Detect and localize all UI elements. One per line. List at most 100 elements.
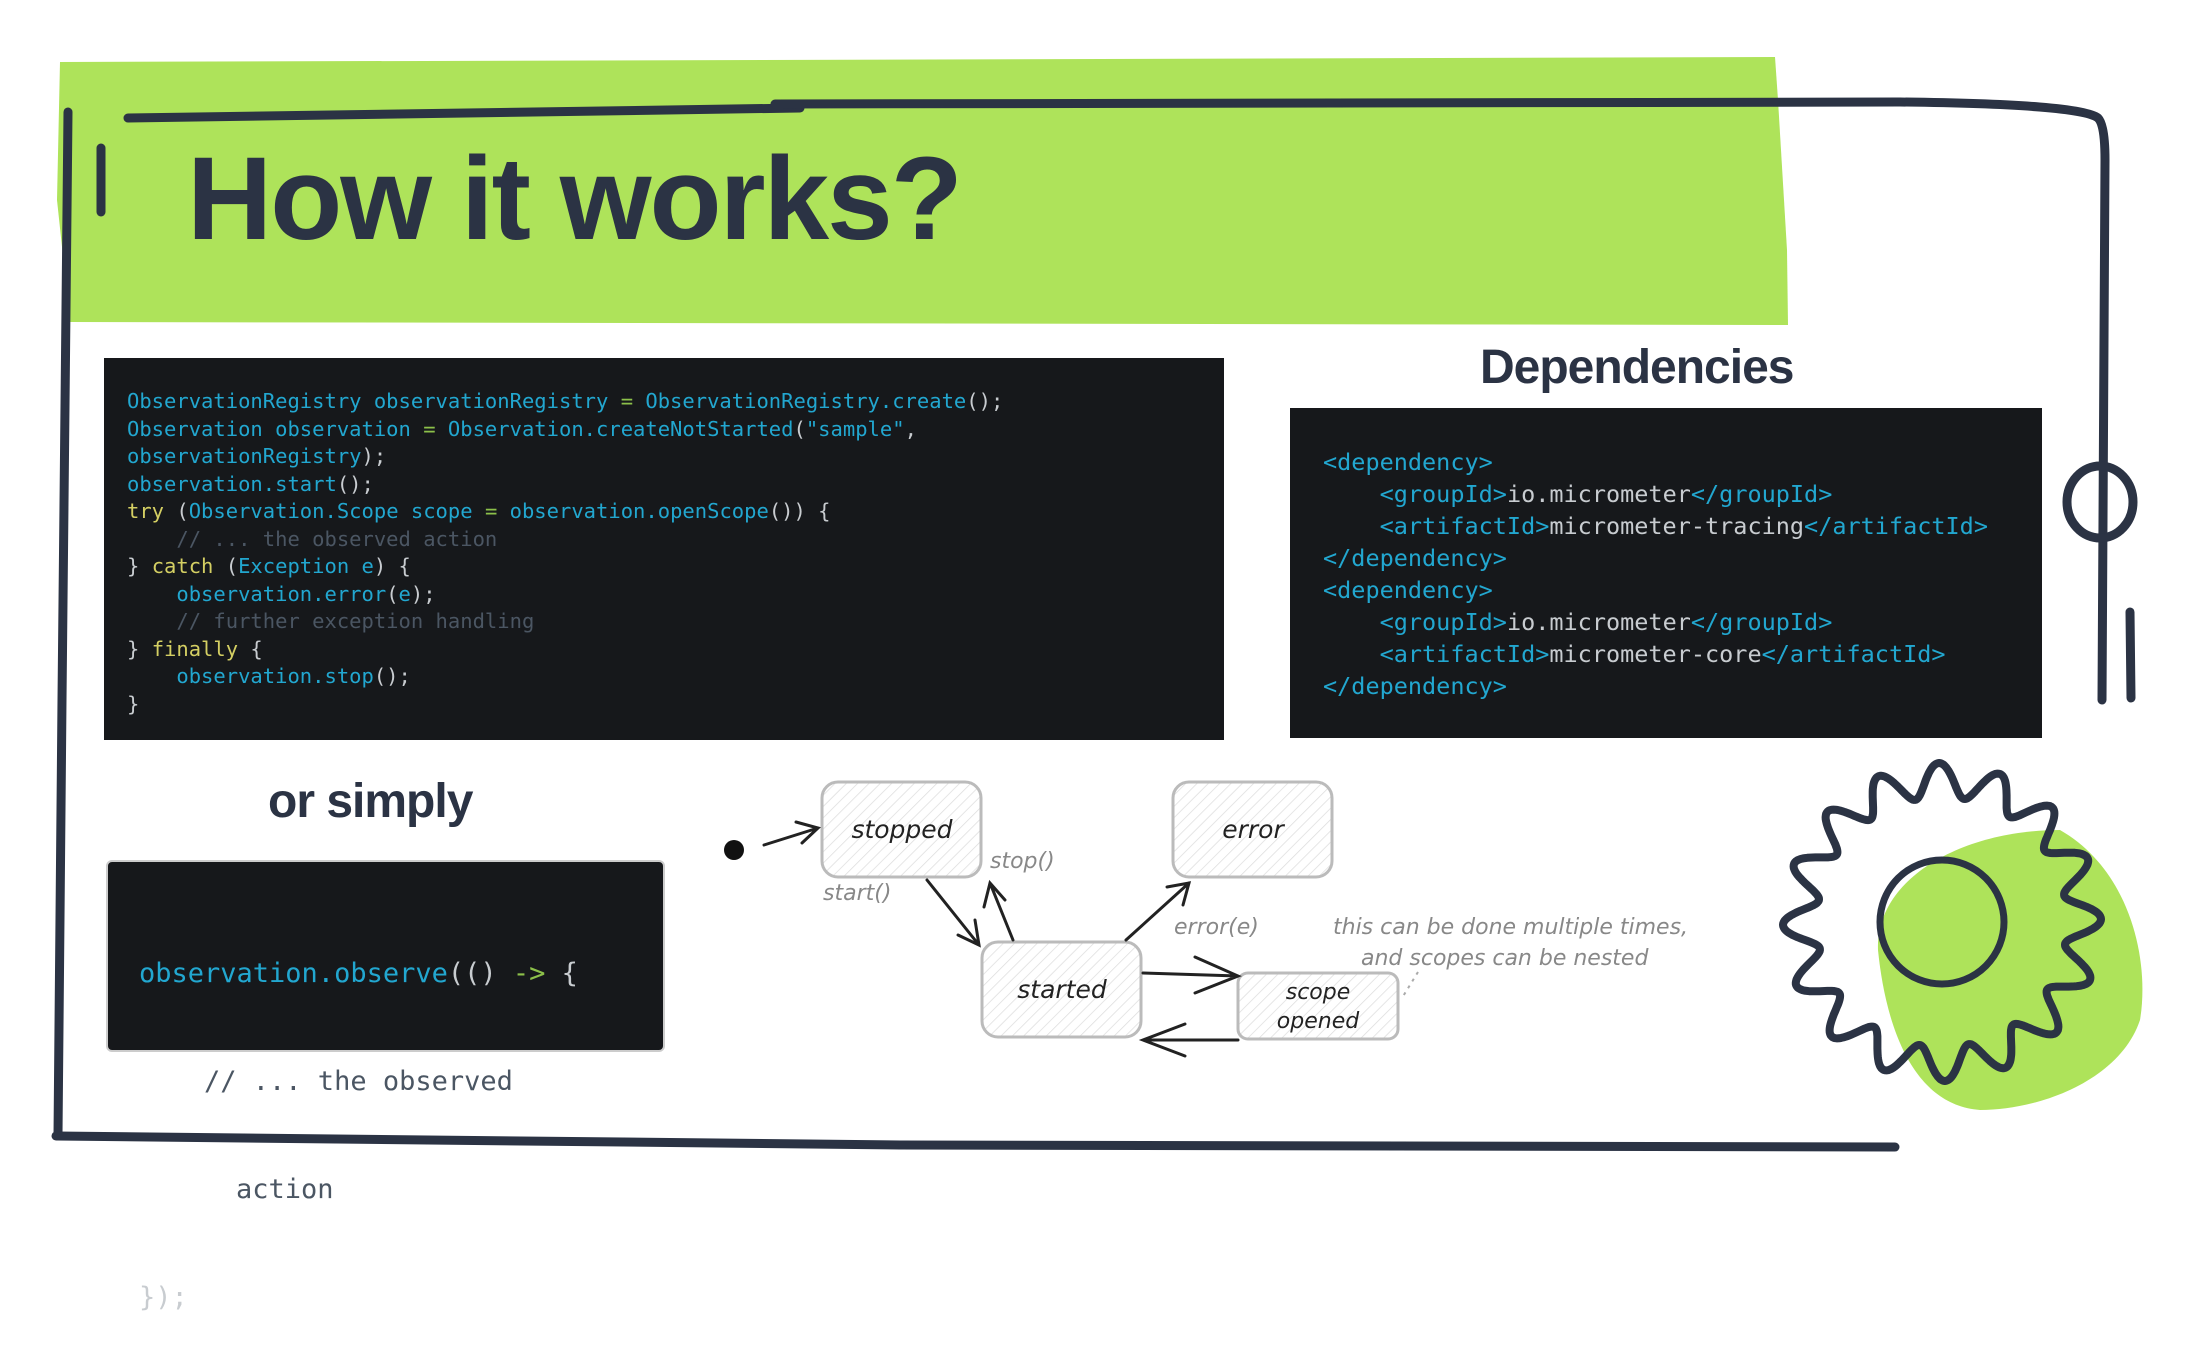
- code-token: ();: [373, 664, 411, 688]
- code-line: <groupId>io.micrometer</groupId>: [1323, 606, 2042, 638]
- frame-left-line: [53, 107, 73, 1140]
- note-connector: [1401, 971, 1419, 999]
- code-token: micrometer-tracing: [1549, 512, 1805, 540]
- code-line: observationRegistry);: [127, 443, 1224, 471]
- code-token: <groupId>: [1323, 608, 1507, 636]
- decorative-frame: [51, 57, 2143, 1152]
- arrow-stop: [982, 879, 1015, 942]
- code-token: Observation observation: [127, 416, 424, 441]
- code-block-dependencies: <dependency> <groupId>io.micrometer</gro…: [1290, 408, 2042, 738]
- code-token: ObservationRegistry.create: [633, 389, 967, 413]
- code-line: // further exception handling: [127, 608, 1224, 636]
- dependencies-heading: Dependencies: [1480, 341, 1794, 394]
- code-token: observation.error: [127, 581, 387, 606]
- code-line: observation.error(e);: [127, 581, 1224, 609]
- code-token: </groupId>: [1690, 480, 1833, 508]
- code-comment-wrap: action: [236, 1174, 334, 1205]
- state-scope-opened: [1236, 971, 1400, 1041]
- code-token: finally: [151, 636, 239, 661]
- gear-hub-icon: [1876, 856, 2008, 988]
- gear-icon: [1779, 759, 2105, 1085]
- code-token: ,: [904, 416, 917, 441]
- state-diagram: stopped error started scope opened stop(…: [724, 780, 1688, 1058]
- code-line: <dependency>: [1323, 446, 2042, 478]
- code-line: <artifactId>micrometer-tracing</artifact…: [1323, 510, 2042, 542]
- or-simply-heading: or simply: [268, 775, 473, 828]
- state-error: [1171, 780, 1334, 879]
- transition-error-label: error(e): [1174, 915, 1259, 940]
- code-token: <artifactId>: [1323, 512, 1550, 540]
- frame-tick-right: [2125, 607, 2136, 703]
- page-title: How it works?: [187, 133, 963, 265]
- code-token: observation.start: [127, 471, 337, 496]
- code-token: observation.stop: [127, 664, 374, 688]
- code-token: io.micrometer: [1506, 608, 1691, 636]
- code-token: io.micrometer: [1506, 480, 1691, 508]
- code-token: );: [410, 581, 436, 606]
- code-token: observation.observe: [139, 958, 448, 989]
- code-token: Observation.createNotStarted: [435, 416, 794, 441]
- code-token: Observation.Scope scope: [188, 499, 485, 523]
- code-token: "sample": [805, 416, 905, 441]
- code-token: e: [398, 581, 411, 606]
- code-line: try (Observation.Scope scope = observati…: [127, 498, 1224, 526]
- state-scope-label-1: scope: [1286, 980, 1351, 1005]
- code-line: }: [127, 691, 1224, 719]
- arrow-start: [925, 878, 981, 948]
- code-close: });: [139, 1282, 188, 1313]
- code-token: <artifactId>: [1323, 640, 1550, 668]
- code-token: <groupId>: [1323, 480, 1507, 508]
- code-line: ObservationRegistry observationRegistry …: [127, 388, 1224, 416]
- code-block-main: ObservationRegistry observationRegistry …: [104, 358, 1224, 740]
- code-token: catch: [151, 554, 214, 578]
- state-scope-label-2: opened: [1277, 1009, 1360, 1034]
- frame-bottom-line: [51, 1131, 1900, 1152]
- code-token: // further exception handling: [127, 609, 535, 633]
- code-token: );: [361, 444, 387, 468]
- code-token: </dependency>: [1323, 544, 1507, 572]
- code-token: }: [127, 691, 140, 716]
- code-line: Observation observation = Observation.cr…: [127, 416, 1224, 444]
- code-line: </dependency>: [1323, 670, 2042, 702]
- code-token: ();: [336, 471, 374, 496]
- state-stopped: [820, 780, 983, 879]
- code-token: }: [127, 554, 152, 578]
- code-token: micrometer-core: [1549, 640, 1762, 668]
- code-token: observation.openScope: [497, 499, 769, 523]
- code-token: </groupId>: [1690, 608, 1833, 636]
- title-banner: [57, 57, 1788, 325]
- frame-ring: [2062, 461, 2138, 543]
- code-token: }: [127, 636, 152, 661]
- note-line-1: this can be done multiple times,: [1333, 915, 1688, 940]
- code-line: // ... the observed action: [127, 526, 1224, 554]
- code-token: ->: [512, 958, 546, 989]
- transition-stop-label: stop(): [990, 849, 1055, 874]
- state-error-label: error: [1222, 815, 1285, 844]
- code-token: ((): [447, 958, 513, 989]
- code-token: {: [545, 958, 578, 989]
- code-token: ) {: [373, 554, 411, 578]
- code-token: </dependency>: [1323, 672, 1507, 700]
- code-line: </dependency>: [1323, 542, 2042, 574]
- code-token: (: [164, 499, 189, 523]
- arrow-close-scope: [1138, 1022, 1240, 1058]
- initial-state-dot: [724, 840, 744, 860]
- code-token: // ... the observed action: [127, 526, 498, 551]
- arrow-error: [1124, 881, 1192, 942]
- code-token: try: [127, 499, 165, 523]
- code-line: <groupId>io.micrometer</groupId>: [1323, 478, 2042, 510]
- code-token: <dependency>: [1323, 448, 1493, 476]
- code-token: <dependency>: [1323, 576, 1493, 604]
- code-token: (: [386, 581, 399, 606]
- code-token: {: [238, 636, 263, 661]
- transition-start-label: start(): [823, 881, 891, 906]
- state-stopped-label: stopped: [851, 815, 952, 844]
- frame-top-line-left: [123, 103, 805, 123]
- code-line: <dependency>: [1323, 574, 2042, 606]
- state-started-label: started: [1017, 975, 1107, 1004]
- code-token: </artifactId>: [1761, 640, 1946, 668]
- code-line: observation.stop();: [127, 663, 1224, 691]
- code-token: ()) {: [768, 499, 831, 523]
- code-token: ObservationRegistry observationRegistry: [127, 389, 621, 413]
- note-line-2: and scopes can be nested: [1361, 946, 1649, 971]
